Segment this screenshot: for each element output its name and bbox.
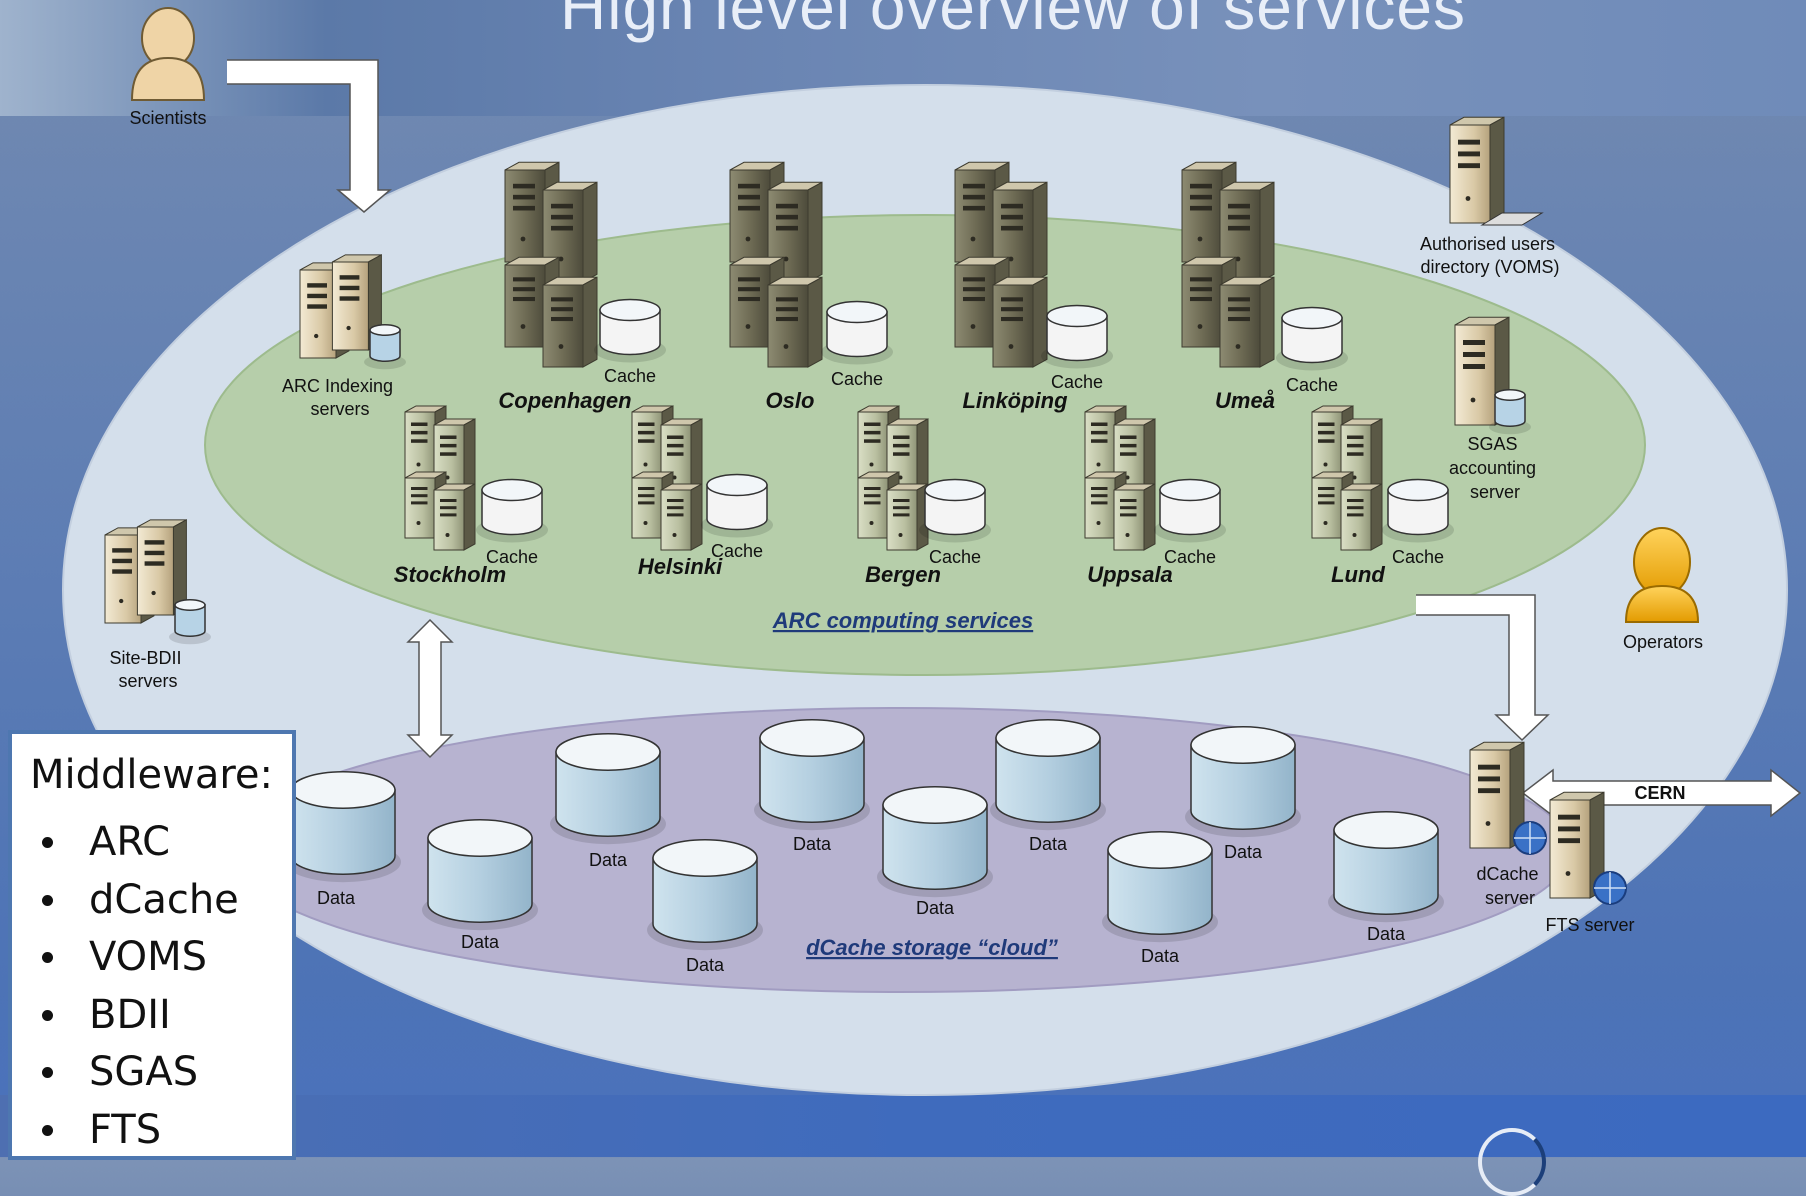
data-disk-icon: Data bbox=[285, 771, 401, 908]
cache-label: Cache bbox=[486, 547, 538, 567]
dcache-storage-label: dCache storage “cloud” bbox=[806, 935, 1058, 960]
middleware-item: SGAS bbox=[30, 1044, 239, 1102]
data-disk-icon: Data bbox=[877, 786, 993, 918]
operators-label: Operators bbox=[1623, 632, 1703, 652]
data-disk-icon: Data bbox=[1328, 811, 1444, 944]
cache-label: Cache bbox=[711, 541, 763, 561]
middleware-item: FTS bbox=[30, 1102, 239, 1160]
cache-label: Cache bbox=[1051, 372, 1103, 392]
cache-label: Cache bbox=[604, 366, 656, 386]
data-disk-label: Data bbox=[589, 850, 628, 870]
cache-disk-icon bbox=[919, 478, 991, 543]
site-name-label: Helsinki bbox=[638, 554, 723, 579]
data-disk-label: Data bbox=[461, 932, 500, 952]
cache-label: Cache bbox=[831, 369, 883, 389]
data-disk-icon: Data bbox=[550, 733, 666, 870]
bullet-icon bbox=[42, 837, 53, 849]
arrow-compute-to-dcache bbox=[1416, 594, 1550, 742]
site-bdii-label: Site-BDII servers bbox=[109, 648, 186, 691]
cache-disk-icon bbox=[1154, 478, 1226, 543]
arc-indexing-label: ARC Indexing servers bbox=[282, 376, 398, 419]
scientist-icon bbox=[130, 7, 206, 101]
data-disk-label: Data bbox=[1029, 834, 1068, 854]
cache-disk-icon bbox=[1382, 478, 1454, 543]
fts-server-label: FTS server bbox=[1545, 915, 1634, 935]
site-name-label: Copenhagen bbox=[498, 388, 631, 413]
data-disk-label: Data bbox=[1367, 924, 1406, 944]
cern-label: CERN bbox=[1634, 783, 1685, 803]
middleware-list: ARC dCache VOMS BDII SGAS FTS bbox=[30, 814, 239, 1159]
data-disk-label: Data bbox=[317, 888, 356, 908]
data-disk-label: Data bbox=[1224, 842, 1263, 862]
bullet-icon bbox=[42, 1067, 53, 1079]
site-name-label: Uppsala bbox=[1087, 562, 1173, 587]
cache-disk-icon bbox=[594, 298, 666, 363]
operator-icon bbox=[1624, 527, 1700, 623]
site-name-label: Stockholm bbox=[394, 562, 506, 587]
middleware-item: BDII bbox=[30, 987, 239, 1045]
logo-icon bbox=[1478, 1128, 1546, 1196]
middleware-item: VOMS bbox=[30, 929, 239, 987]
site-name-label: Lund bbox=[1331, 562, 1385, 587]
bullet-icon bbox=[42, 1124, 53, 1136]
scientists-label: Scientists bbox=[129, 108, 206, 128]
cache-disk-icon bbox=[821, 300, 893, 365]
data-disk-label: Data bbox=[1141, 946, 1180, 966]
site-bdii-server-icon bbox=[104, 519, 211, 645]
data-disk-label: Data bbox=[686, 955, 725, 975]
sgas-label: SGAS accounting server bbox=[1449, 434, 1541, 502]
fts-server-icon bbox=[1549, 791, 1627, 905]
cache-disk-icon bbox=[1041, 304, 1113, 369]
cache-disk-icon bbox=[701, 473, 773, 538]
cache-label: Cache bbox=[929, 547, 981, 567]
cache-label: Cache bbox=[1286, 375, 1338, 395]
bullet-icon bbox=[42, 1009, 53, 1021]
middleware-title: Middleware: bbox=[30, 752, 274, 798]
data-disk-icon: Data bbox=[1185, 726, 1301, 862]
data-disk-label: Data bbox=[916, 898, 955, 918]
site-name-label: Linköping bbox=[962, 388, 1068, 413]
site-name-label: Umeå bbox=[1215, 388, 1275, 413]
voms-server-icon bbox=[1449, 116, 1505, 224]
cache-disk-icon bbox=[476, 478, 548, 543]
data-disk-icon: Data bbox=[990, 719, 1106, 854]
arc-indexing-server-icon bbox=[299, 254, 406, 370]
dcache-server-label: dCache server bbox=[1476, 864, 1543, 908]
data-disk-icon: Data bbox=[647, 839, 763, 975]
data-disk-icon: Data bbox=[1102, 831, 1218, 966]
cache-label: Cache bbox=[1164, 547, 1216, 567]
data-disk-label: Data bbox=[793, 834, 832, 854]
site-name-label: Bergen bbox=[865, 562, 941, 587]
arrow-scientists-to-compute bbox=[227, 59, 393, 213]
services-diagram: Scientists Operators ARC Indexing server… bbox=[62, 7, 1802, 1096]
site-name-label: Oslo bbox=[766, 388, 815, 413]
arc-computing-label: ARC computing services bbox=[772, 608, 1033, 633]
sgas-server-icon bbox=[1454, 316, 1531, 435]
dcache-server-icon bbox=[1469, 741, 1547, 855]
cache-label: Cache bbox=[1392, 547, 1444, 567]
bullet-icon bbox=[42, 894, 53, 906]
data-disk-icon: Data bbox=[422, 819, 538, 952]
arrow-compute-storage bbox=[406, 618, 454, 759]
cache-disk-icon bbox=[1276, 306, 1348, 371]
data-disk-icon: Data bbox=[754, 719, 870, 854]
bullet-icon bbox=[42, 952, 53, 964]
middleware-item: ARC bbox=[30, 814, 239, 872]
voms-label: Authorised users directory (VOMS) bbox=[1420, 234, 1560, 277]
middleware-item: dCache bbox=[30, 872, 239, 930]
middleware-box: Middleware: ARC dCache VOMS BDII SGAS FT… bbox=[8, 730, 296, 1160]
slide-title: High level overview of services bbox=[560, 0, 1466, 43]
